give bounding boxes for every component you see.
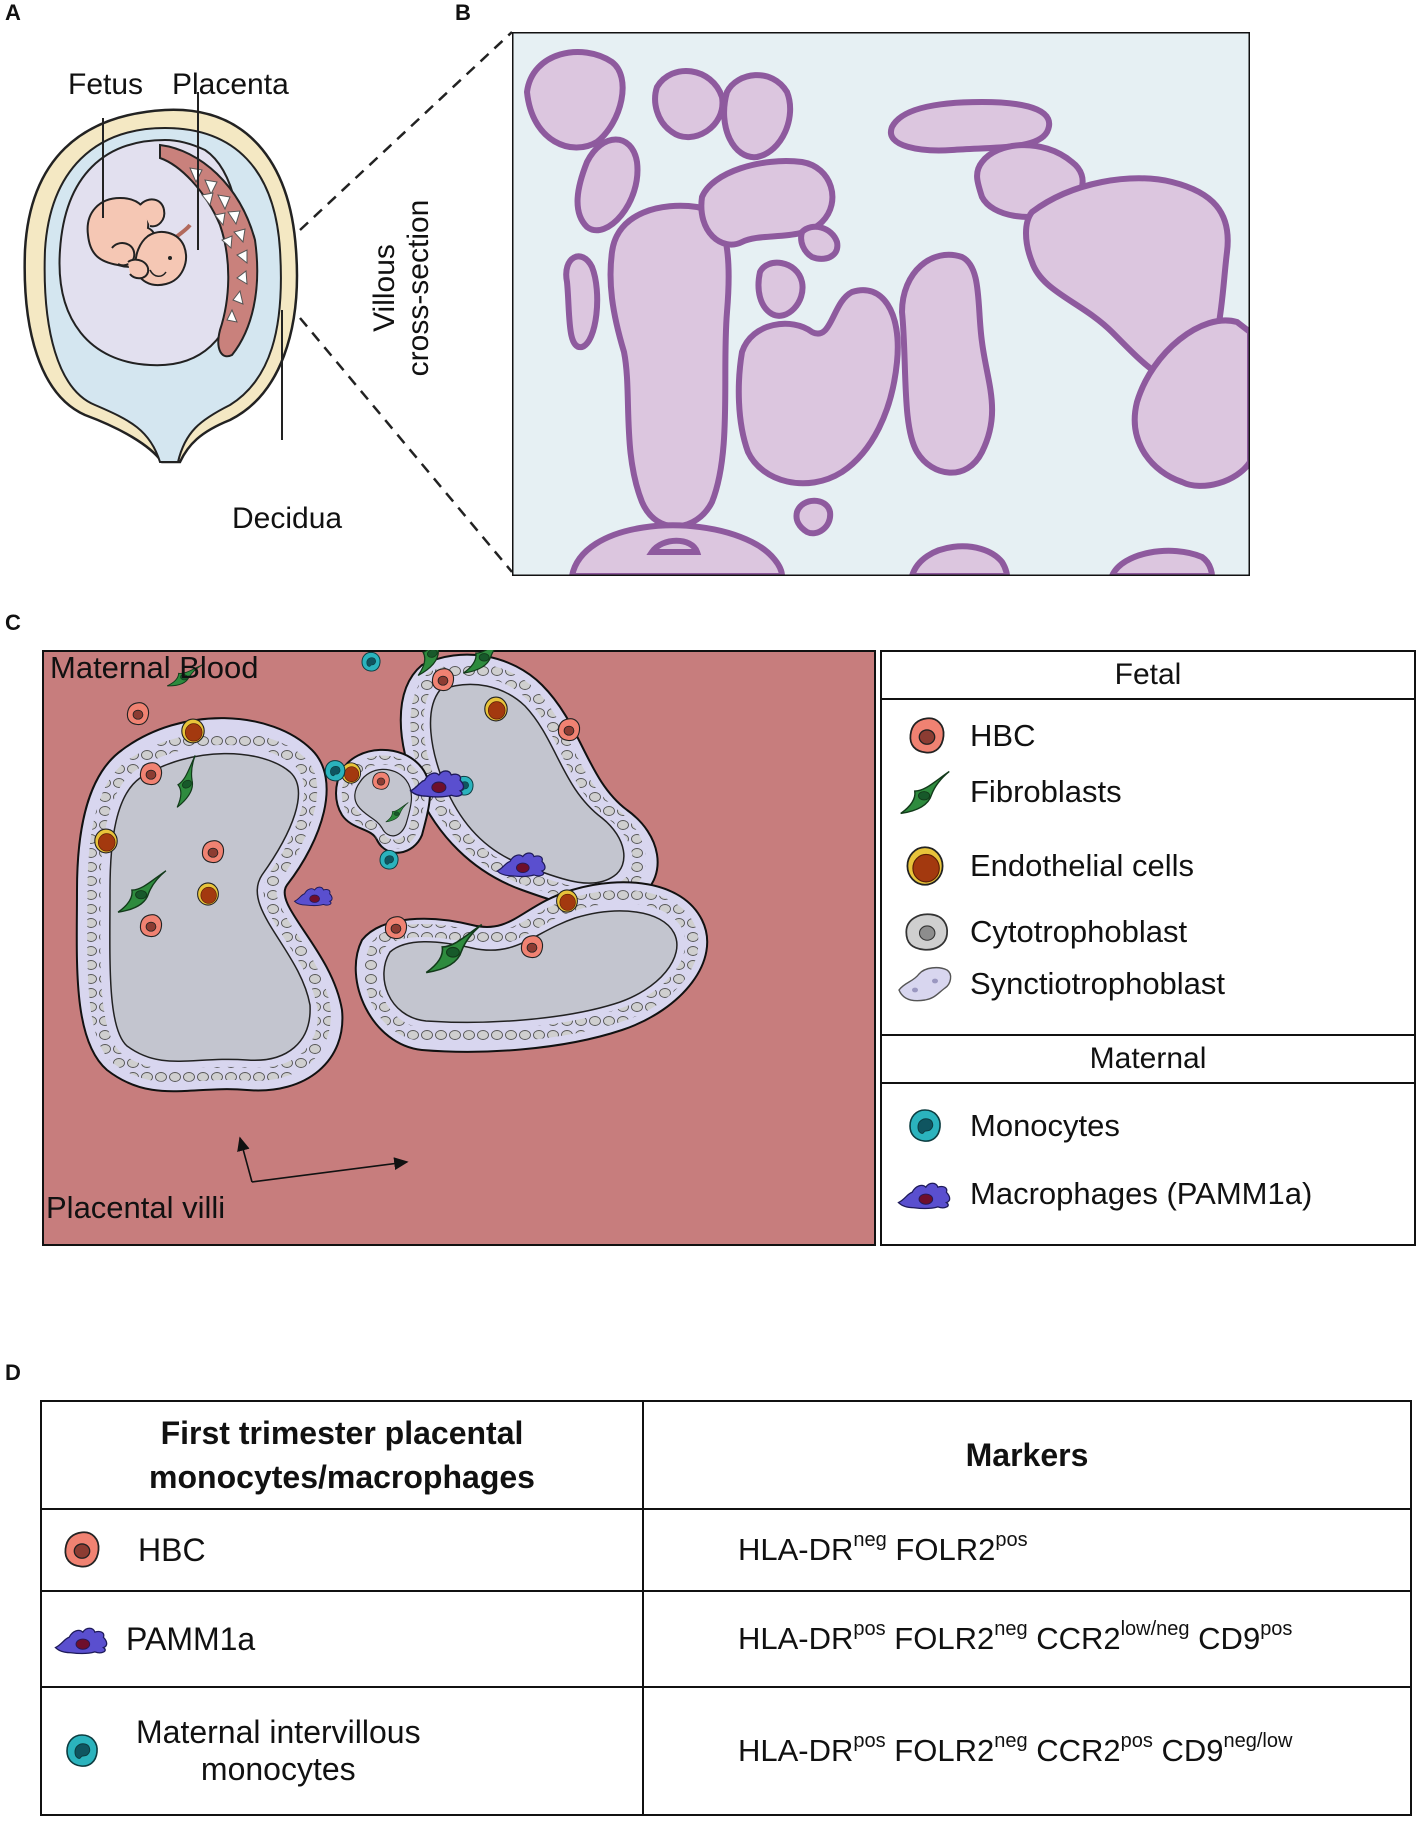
row-name-cell: HBC (40, 1508, 644, 1592)
marker: CD9pos (1198, 1618, 1293, 1656)
header-markers: Markers (965, 1437, 1089, 1473)
legend-item-endothelial: Endothelial cells (882, 838, 1194, 894)
legend-item-hbc: HBC (882, 708, 1035, 764)
endothelial-icon (906, 846, 944, 886)
header-line2: monocytes/macrophages (149, 1459, 535, 1495)
legend-maternal-header: Maternal (882, 1036, 1414, 1084)
marker: HLA-DRpos (738, 1618, 886, 1656)
panel-c-letter: C (5, 610, 21, 635)
zoom-lines (299, 31, 513, 573)
row-name: PAMM1a (126, 1620, 256, 1657)
macrophage-icon (897, 1182, 951, 1210)
header-cell-population: First trimester placental monocytes/macr… (40, 1400, 644, 1510)
monocyte-icon (66, 1734, 98, 1767)
macrophage-icon (54, 1627, 108, 1655)
legend-label: Endothelial cells (970, 848, 1195, 883)
legend-item-fibroblasts: Fibroblasts (882, 764, 1122, 820)
maternal-blood-label: Maternal Blood (50, 650, 259, 685)
decidua-label: Decidua (232, 502, 343, 535)
legend-label: Synctiotrophoblast (970, 966, 1226, 1001)
histology-image (512, 32, 1250, 576)
legend-item-macrophages: Macrophages (PAMM1a) (882, 1166, 1312, 1222)
villous-side-label: Villous cross-section (368, 158, 436, 418)
placenta-label: Placenta (172, 68, 289, 101)
legend-label: Fibroblasts (970, 774, 1122, 809)
row-name-line1: Maternal intervillous (136, 1714, 421, 1750)
villus-bottom-right (354, 881, 709, 1053)
monocyte-icon (909, 1109, 941, 1142)
legend-fetal-header: Fetal (882, 652, 1414, 700)
hbc-icon (64, 1531, 100, 1568)
header-line1: First trimester placental (160, 1415, 524, 1451)
legend-label: Macrophages (PAMM1a) (970, 1176, 1313, 1211)
panel-d-letter: D (5, 1360, 21, 1385)
row-name-cell: PAMM1a (40, 1590, 644, 1688)
maternal-blood-diagram (42, 650, 876, 1246)
legend-item-monocytes: Monocytes (882, 1098, 1120, 1154)
fetus-label: Fetus (68, 68, 144, 101)
marker: HLA-DRpos (738, 1730, 886, 1768)
panel-a-letter: A (5, 0, 21, 25)
table-row: HBC HLA-DRneg FOLR2pos (40, 1508, 1412, 1592)
placental-villi-label: Placental villi (46, 1190, 226, 1225)
row-name-cell: Maternal intervillous monocytes (40, 1686, 644, 1816)
legend-label: Cytotrophoblast (970, 914, 1188, 949)
markers-table: First trimester placental monocytes/macr… (40, 1400, 1412, 1816)
marker: HLA-DRneg (738, 1529, 887, 1567)
legend-item-cytotrophoblast: Cytotrophoblast (882, 904, 1187, 960)
row-markers: HLA-DRneg FOLR2pos (642, 1508, 1412, 1592)
marker: FOLR2neg (894, 1618, 1028, 1656)
villous-label-line1: Villous (368, 244, 401, 332)
legend-label: HBC (970, 718, 1036, 753)
syncytiotrophoblast-icon (898, 966, 952, 1002)
cell-legend: Fetal HBC Fibroblasts Endothelial cells … (880, 650, 1416, 1246)
table-header-row: First trimester placental monocytes/macr… (40, 1400, 1412, 1510)
uterus-diagram (23, 92, 299, 464)
hbc-icon (909, 717, 945, 754)
marker: CCR2low/neg (1036, 1618, 1190, 1656)
fibroblast-icon (899, 770, 951, 815)
panel-b-letter: B (455, 0, 471, 25)
table-row: PAMM1a HLA-DRpos FOLR2neg CCR2low/neg CD… (40, 1590, 1412, 1688)
row-name-line2: monocytes (200, 1751, 356, 1787)
marker: FOLR2neg (894, 1730, 1028, 1768)
legend-item-syncytiotrophoblast: Synctiotrophoblast (882, 956, 1225, 1012)
row-markers: HLA-DRpos FOLR2neg CCR2pos CD9neg/low (642, 1686, 1412, 1816)
row-markers: HLA-DRpos FOLR2neg CCR2low/neg CD9pos (642, 1590, 1412, 1688)
marker: CD9neg/low (1161, 1730, 1293, 1768)
row-name: HBC (138, 1531, 206, 1568)
table-row: Maternal intervillous monocytes HLA-DRpo… (40, 1686, 1412, 1816)
cytotrophoblast-icon (905, 913, 949, 951)
header-cell-markers: Markers (642, 1400, 1412, 1510)
marker: FOLR2pos (895, 1529, 1028, 1567)
legend-label: Monocytes (970, 1108, 1120, 1143)
villous-label-line2: cross-section (402, 199, 435, 377)
marker: CCR2pos (1036, 1730, 1153, 1768)
